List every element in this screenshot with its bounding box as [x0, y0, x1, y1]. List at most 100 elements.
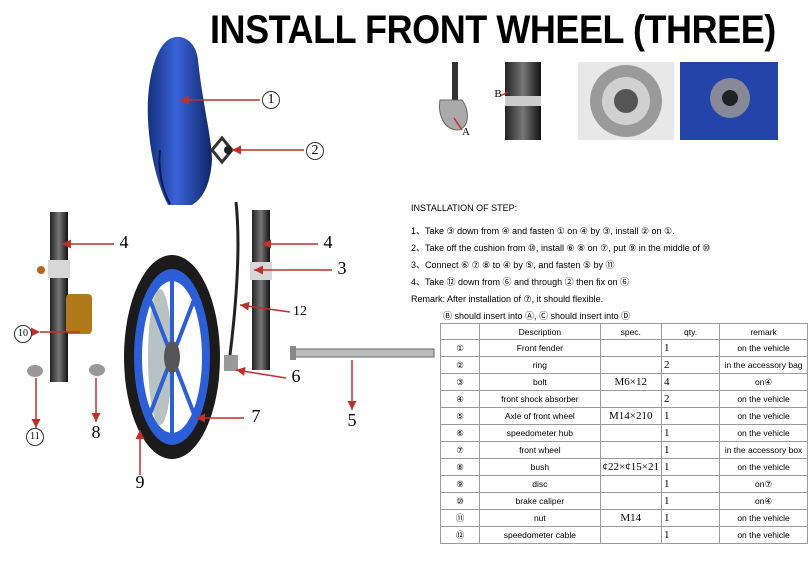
row-description: disc: [479, 475, 601, 493]
col-description: Description: [479, 323, 601, 340]
row-no: ⑧: [439, 458, 481, 476]
row-spec: [599, 441, 662, 459]
callout-1: 1: [262, 91, 280, 109]
callout-10: 10: [14, 325, 32, 343]
callout-3: 3: [337, 258, 347, 278]
step-2: 2、Take off the cushion from ⑩, install ⑥…: [411, 243, 711, 253]
row-spec: [599, 390, 662, 408]
speedometer-cable: [228, 201, 240, 356]
nut-part: [27, 365, 43, 377]
bush-part: [89, 364, 105, 376]
page-title: INSTALL FRONT WHEEL (THREE): [210, 8, 776, 52]
row-qty: 2: [660, 356, 721, 374]
row-qty: 2: [660, 390, 721, 408]
row-remark: on the vehicle: [719, 339, 808, 357]
callout-4-right: 4: [323, 232, 333, 252]
callout-4-left: 4: [119, 232, 129, 252]
row-qty: 1: [660, 441, 721, 459]
row-remark: on④: [719, 373, 808, 391]
callout-6: 6: [291, 366, 301, 386]
row-description: Front fender: [479, 339, 601, 357]
remark-2: Ⓑ should insert into Ⓐ, Ⓒ should insert …: [443, 311, 631, 321]
step-4: 4、Take ⑫ down from ⑥ and through ② then …: [411, 277, 630, 287]
row-description: speedometer cable: [479, 526, 601, 544]
row-spec: M14×210: [599, 407, 662, 425]
row-spec: [599, 526, 662, 544]
row-remark: on the vehicle: [719, 390, 808, 408]
row-description: ring: [479, 356, 601, 374]
row-spec: M6×12: [599, 373, 662, 391]
row-description: front wheel: [479, 441, 601, 459]
ring-part: [210, 135, 234, 165]
row-qty: 1: [660, 339, 721, 357]
col-spec: spec.: [599, 323, 662, 340]
speedometer-photo: [439, 62, 468, 131]
row-remark: on④: [719, 492, 808, 510]
row-qty: 1: [660, 407, 721, 425]
row-qty: 1: [660, 526, 721, 544]
col-no: [439, 323, 481, 340]
wheel-hub-photo: [680, 62, 778, 140]
installation-steps: INSTALLATION OF STEP: 1、Take ③ down from…: [411, 200, 801, 325]
row-spec: [599, 424, 662, 442]
steps-header: INSTALLATION OF STEP:: [411, 203, 518, 213]
row-spec: [599, 492, 662, 510]
row-no: ⑦: [439, 441, 481, 459]
row-spec: [599, 339, 662, 357]
step-3: 3、Connect ⑥ ⑦ ⑧ to ④ by ⑤, and fasten ⑤ …: [411, 260, 615, 270]
row-description: bolt: [479, 373, 601, 391]
hub-photo: [578, 62, 674, 140]
front-axle: [290, 346, 435, 360]
row-description: nut: [479, 509, 601, 527]
row-qty: 1: [660, 475, 721, 493]
right-shock-absorber: [250, 210, 272, 370]
speedometer-hub: [224, 355, 238, 371]
callout-arrows: [31, 91, 509, 475]
callout-8: 8: [91, 422, 101, 442]
row-remark: on the vehicle: [719, 458, 808, 476]
remark-1: Remark: After installation of ⑦, it shou…: [411, 294, 604, 304]
row-description: bush: [479, 458, 601, 476]
row-no: ⑫: [439, 526, 481, 544]
row-description: front shock absorber: [479, 390, 601, 408]
row-qty: 4: [660, 373, 721, 391]
left-shock-absorber: [37, 212, 92, 382]
row-description: brake caliper: [479, 492, 601, 510]
row-remark: on the vehicle: [719, 424, 808, 442]
row-spec: ¢22×¢15×21: [599, 458, 662, 476]
callout-12: 12: [293, 304, 307, 319]
row-no: ⑩: [439, 492, 481, 510]
front-wheel: [124, 255, 220, 459]
row-no: ①: [439, 339, 481, 357]
callout-9: 9: [135, 472, 145, 492]
row-spec: M14: [599, 509, 662, 527]
callout-5: 5: [347, 410, 357, 430]
row-description: speedometer hub: [479, 424, 601, 442]
row-remark: in the accessory bag: [719, 356, 808, 374]
row-no: ④: [439, 390, 481, 408]
row-no: ⑥: [439, 424, 481, 442]
col-remark: remark: [719, 323, 808, 340]
row-remark: on⑦: [719, 475, 808, 493]
step-1: 1、Take ③ down from ④ and fasten ① on ④ b…: [411, 226, 675, 236]
row-description: Axle of front wheel: [479, 407, 601, 425]
callout-11: 11: [26, 428, 44, 446]
row-qty: 1: [660, 509, 721, 527]
row-spec: [599, 475, 662, 493]
row-no: ⑪: [439, 509, 481, 527]
row-qty: 1: [660, 424, 721, 442]
callout-2: 2: [306, 142, 324, 160]
front-fender: [147, 36, 212, 205]
row-remark: in the accessory box: [719, 441, 808, 459]
